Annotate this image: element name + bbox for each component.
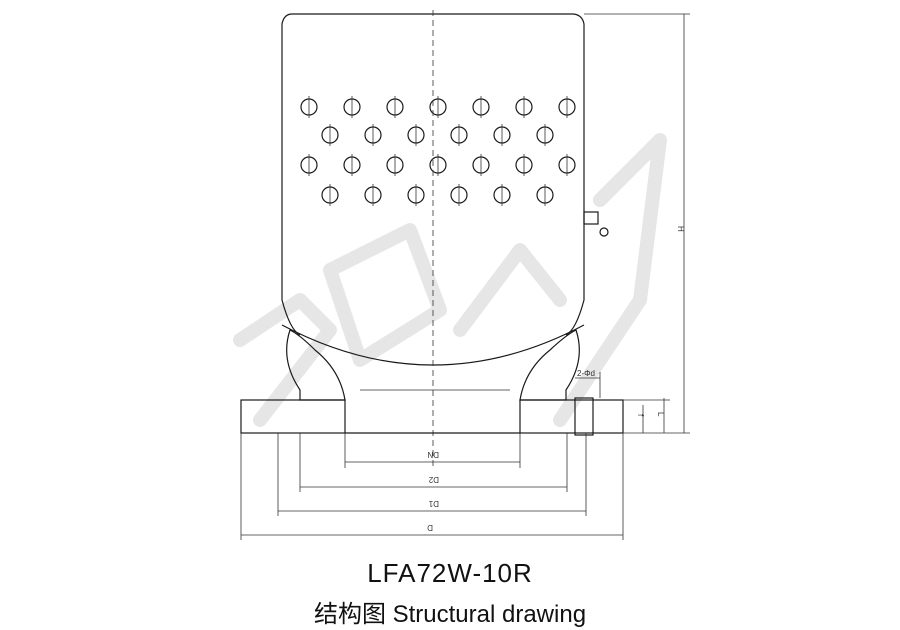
perforation-holes [300, 96, 576, 206]
side-fitting [583, 211, 609, 237]
filter-basket [281, 13, 585, 366]
dim-H-label: H [676, 226, 685, 232]
dim-D1-label: D1 [428, 499, 439, 508]
dim-DN-label: DN [427, 450, 439, 459]
dim-D-label: D [427, 523, 433, 532]
flange-section [240, 329, 624, 436]
dim-f-label: f [636, 414, 645, 417]
drawing-subtitle: 结构图 Structural drawing [313, 601, 587, 628]
watermark-logo [233, 133, 667, 427]
dimension-lines [240, 13, 690, 540]
dim-bolt-label: 2-Φd [577, 369, 595, 378]
model-number: LFA72W-10R [367, 558, 533, 588]
dim-D2-label: D2 [428, 475, 439, 484]
dim-L-label: L [656, 412, 665, 417]
